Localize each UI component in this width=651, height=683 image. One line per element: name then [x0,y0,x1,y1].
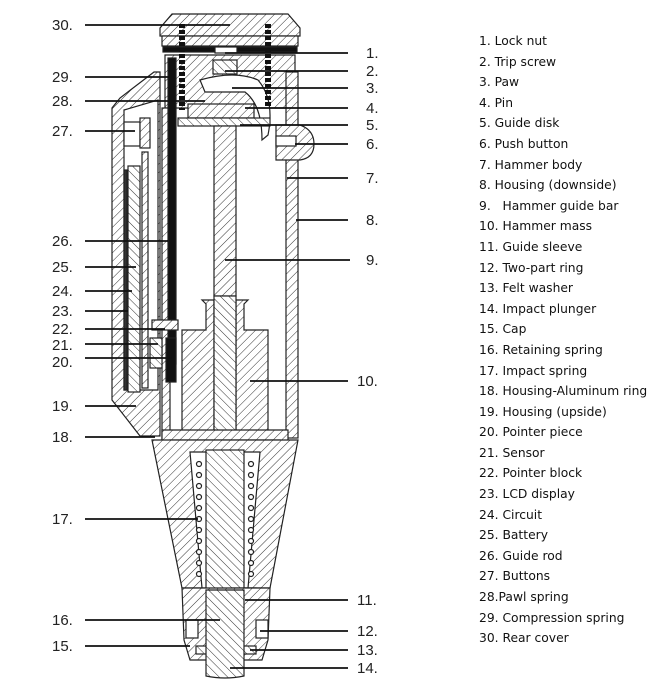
legend-item: 29. Compression spring [479,610,625,625]
callout-18: 18. [52,429,73,446]
callout-16: 16. [52,612,73,629]
legend-item: 21. Sensor [479,445,545,460]
callout-26: 26. [52,233,73,250]
paw [199,74,271,142]
callout-29: 29. [52,69,73,86]
legend-item: 14. Impact plunger [479,301,597,316]
hammer-mass [181,299,215,441]
legend-item: 17. Impact spring [479,363,588,378]
legend-item: 18. Housing-Aluminum ring [479,384,648,399]
impact-spring [195,460,255,578]
left-callout-numbers: 30. 29. 28. 27. 26. 25. 24. 23. 22. 21. … [52,17,73,655]
legend-item: 15. Cap [479,322,527,337]
legend-item: 7. Hammer body [479,157,583,172]
callout-20: 20. [52,354,73,371]
callout-15: 15. [52,638,73,655]
legend-item: 22. Pointer block [479,466,583,481]
callout-12: 12. [357,623,378,640]
callout-7: 7. [366,170,379,187]
pointer-piece [165,337,177,383]
legend-item: 30. Rear cover [479,631,569,646]
right-callouts [225,52,350,669]
legend-item: 12. Two-part ring [479,260,584,275]
rear-cover-inner [161,35,299,47]
right-callout-numbers: 1. 2. 3. 4. 5. 6. 7. 8. 9. 10. 11. 12. 1… [357,45,379,677]
device-drawing [111,13,315,679]
legend-item: 26. Guide rod [479,548,563,563]
pointer-block [151,319,179,331]
callout-5: 5. [366,117,379,134]
legend-item: 23. LCD display [479,487,575,502]
callout-4: 4. [366,100,379,117]
callout-22: 22. [52,321,73,338]
legend-item: 13. Felt washer [479,281,573,296]
legend-item: 28.Pawl spring [479,590,569,605]
callout-30: 30. [52,17,73,34]
legend-item: 2. Trip screw [479,54,557,69]
guide-disk-top [187,103,255,119]
callout-17: 17. [52,511,73,528]
hammer-guide-bar [213,125,237,297]
callout-11: 11. [357,592,377,609]
parts-legend: 1. Lock nut 2. Trip screw 3. Paw 4. Pin … [479,31,647,649]
left-callouts [85,24,230,647]
lcd-display [141,151,149,389]
legend-item: 11. Guide sleeve [479,239,583,254]
callout-21: 21. [52,337,73,354]
guide-rod [167,57,177,365]
legend-item: 19. Housing (upside) [479,404,607,419]
callout-27: 27. [52,123,73,140]
impact-plunger-shaft [205,449,245,591]
two-part-ring-right [255,619,269,639]
legend-item: 9. Hammer guide bar [479,198,619,213]
hammer-guide-bar-lower [213,295,237,453]
callout-13: 13. [357,642,378,659]
callout-8: 8. [366,212,379,229]
callout-23: 23. [52,303,73,320]
callout-28: 28. [52,93,73,110]
sensor [149,337,163,369]
legend-item: 24. Circuit [479,507,543,522]
callout-2: 2. [366,63,379,80]
callout-25: 25. [52,259,73,276]
legend-item: 4. Pin [479,95,513,110]
legend-item: 20. Pointer piece [479,425,583,440]
legend-item: 25. Battery [479,528,548,543]
hammer-body-right-wall [285,71,299,439]
legend-item: 16. Retaining spring [479,342,603,357]
callout-19: 19. [52,398,73,415]
callout-3: 3. [366,80,379,97]
callout-10: 10. [357,373,378,390]
legend-item: 27. Buttons [479,569,551,584]
battery [127,165,141,393]
legend-item: 6. Push button [479,136,569,151]
two-part-ring-left [185,619,199,639]
legend-item: 3. Paw [479,75,520,90]
callout-6: 6. [366,136,379,153]
impact-plunger-tip [205,589,245,679]
legend-item: 1. Lock nut [479,34,547,48]
callout-14: 14. [357,660,378,677]
circuit [123,169,128,391]
legend-item: 8. Housing (downside) [479,178,617,193]
callout-1: 1. [366,45,379,62]
callout-24: 24. [52,283,73,300]
buttons [123,121,141,147]
legend-item: 10. Hammer mass [479,219,593,234]
legend-item: 5. Guide disk [479,116,560,131]
callout-9: 9. [366,252,379,269]
